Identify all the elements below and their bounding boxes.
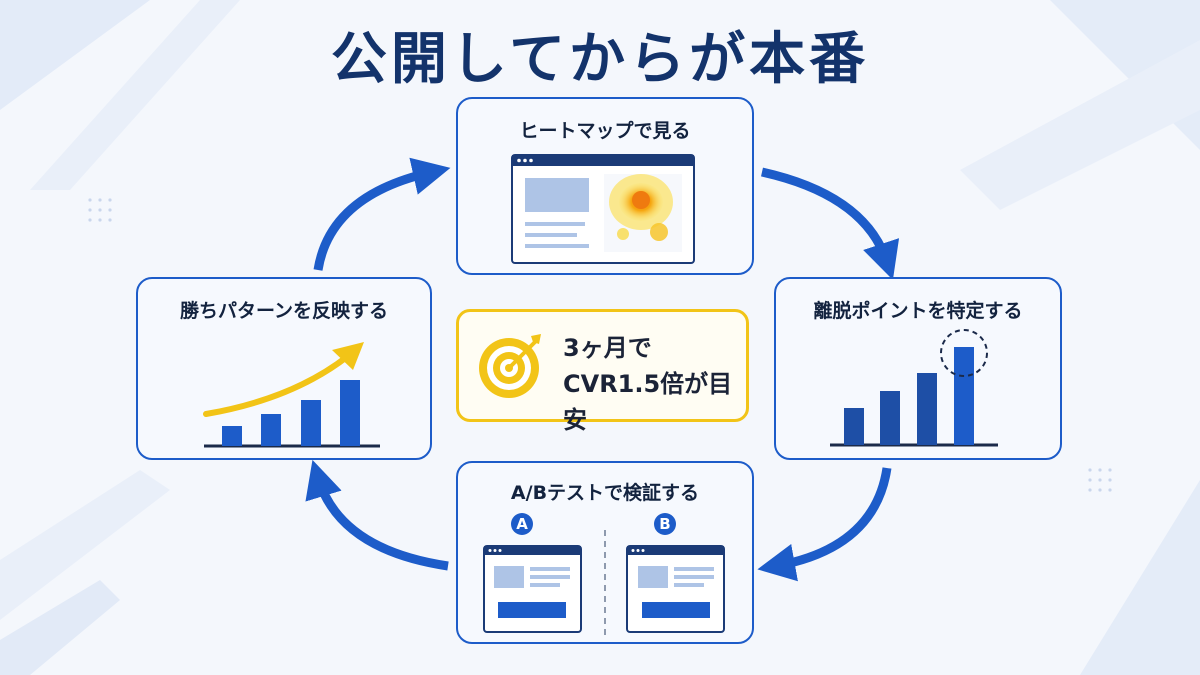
arrow-heatmap-to-dropoff (761, 167, 900, 280)
arrow-abtest-to-winning (305, 459, 449, 571)
step-card-dropoff: 離脱ポイントを特定する (774, 277, 1062, 460)
variant-b-label: B (659, 515, 670, 533)
heatmap-browser-icon (511, 154, 695, 264)
step-label-winning: 勝ちパターンを反映する (179, 300, 389, 322)
page-title: 公開してからが本番 (330, 27, 870, 92)
variant-a-badge (511, 513, 533, 535)
arrow-winning-to-heatmap (313, 157, 451, 271)
variant-a-label: A (516, 515, 528, 533)
center-line1: 3ヶ月で (563, 334, 652, 362)
variant-b-badge (654, 513, 676, 535)
center-line2: CVR1.5倍が目安 (563, 370, 733, 434)
step-label-abtest: A/Bテストで検証する (510, 482, 700, 504)
step-label-dropoff: 離脱ポイントを特定する (813, 300, 1023, 322)
step-card-abtest: A/Bテストで検証する A B (456, 461, 754, 644)
step-label-heatmap: ヒートマップで見る (519, 120, 691, 142)
target-dart-icon (479, 334, 541, 398)
center-summary: 3ヶ月で CVR1.5倍が目安 (456, 309, 749, 434)
step-card-winning: 勝ちパターンを反映する (136, 277, 432, 460)
bar-chart-highlight-icon (830, 329, 998, 447)
ab-browser-icon: A B (483, 513, 725, 635)
center-text: 3ヶ月で CVR1.5倍が目安 (563, 330, 746, 438)
arrow-dropoff-to-abtest (757, 467, 892, 582)
step-card-heatmap: ヒートマップで見る (456, 97, 754, 275)
growth-chart-arrow-icon (203, 342, 380, 448)
